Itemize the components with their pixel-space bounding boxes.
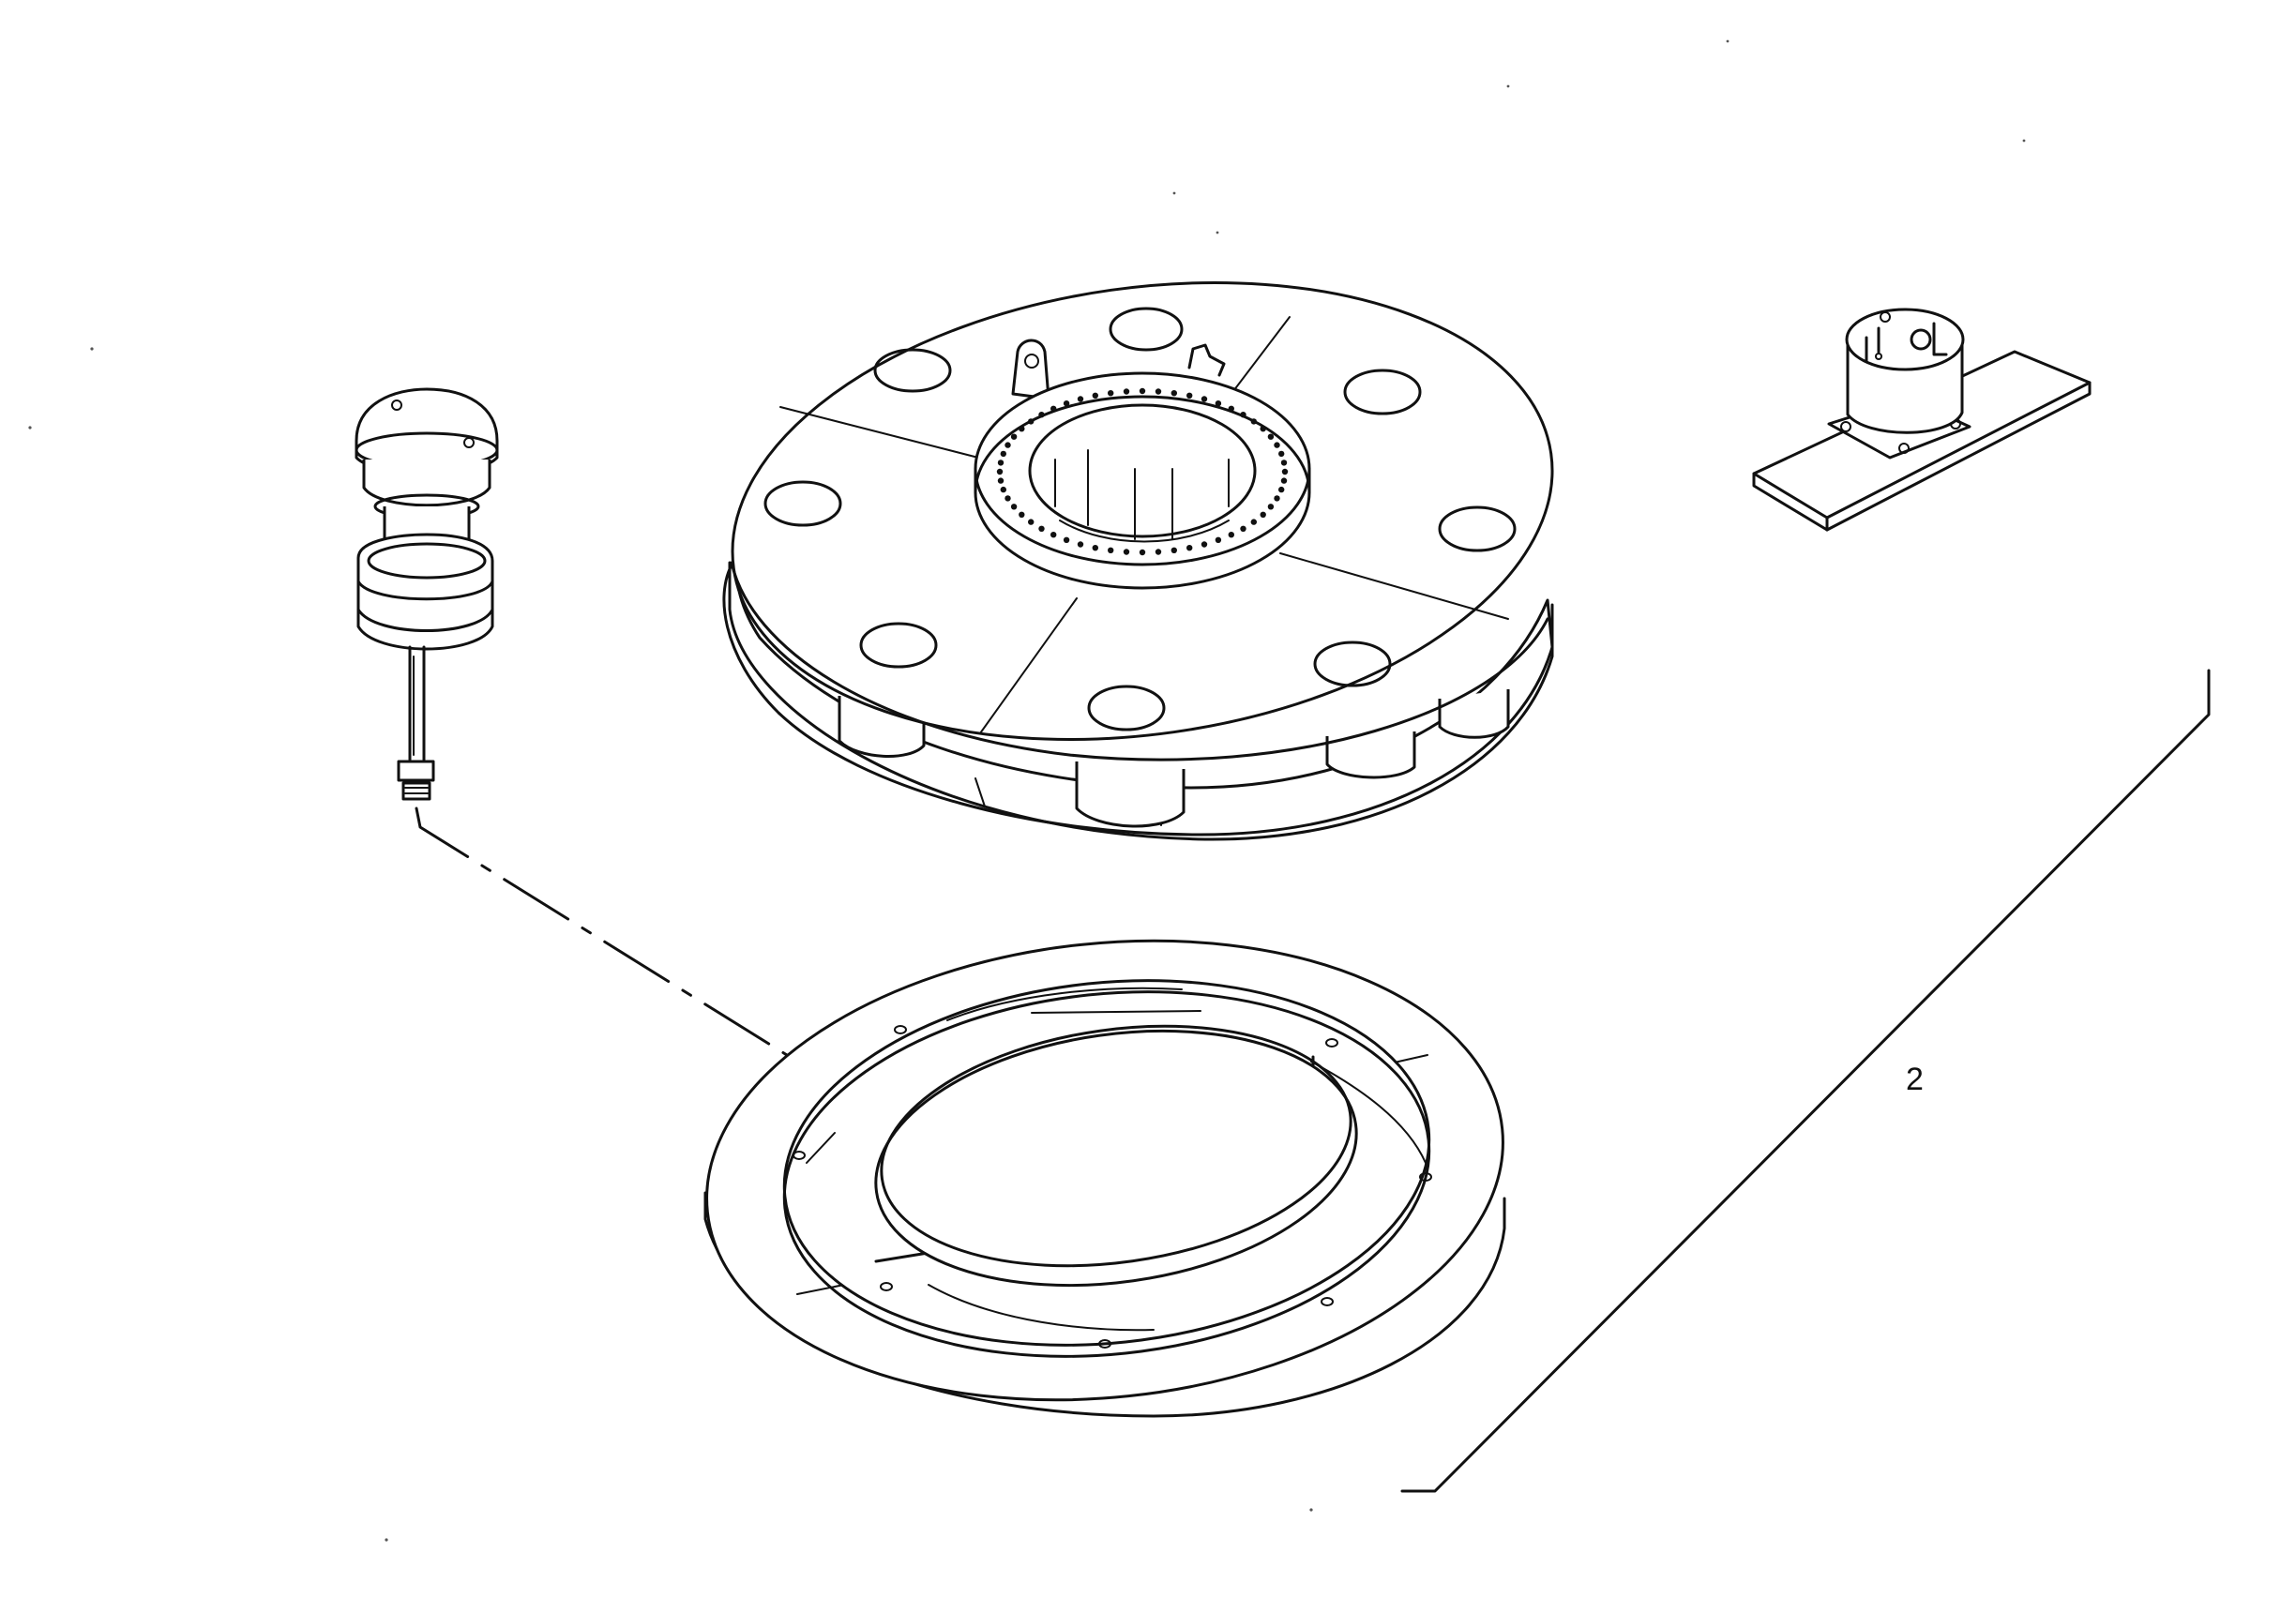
bearing-bolt-dot: [1028, 519, 1035, 525]
bearing-bolt-dot: [996, 468, 1004, 475]
bearing-bolt-dot: [1123, 549, 1130, 555]
bearing-bolt-dot: [1171, 390, 1178, 397]
bearing-bolt-dot: [1228, 405, 1235, 412]
bearing-bolt-dot: [997, 460, 1004, 466]
bearing-bolt-dot: [1280, 460, 1288, 466]
bearing-bolt-dot: [1077, 396, 1084, 402]
connector-box-strap: [1752, 308, 2092, 532]
bearing-bolt-dot: [1000, 486, 1007, 493]
bearing-bolt-dot: [1215, 536, 1222, 543]
bearing-flange-assembly: [722, 280, 1554, 841]
bearing-bolt-dot: [1267, 433, 1275, 440]
bearing-bolt-dot: [1280, 477, 1288, 484]
bearing-bolt-dot: [1063, 536, 1070, 543]
bearing-bolt-dot: [1250, 519, 1258, 525]
bearing-bolt-dot: [1010, 504, 1018, 510]
bearing-bolt-dot: [1077, 541, 1084, 548]
lifting-lug: [1011, 339, 1050, 400]
bearing-bolt-dot: [1063, 400, 1070, 407]
bearing-bolt-dot: [1108, 390, 1114, 397]
bearing-bolt-dot: [1260, 511, 1266, 518]
bearing-bolt-dot: [1171, 547, 1178, 553]
bearing-bolt-dot: [1004, 442, 1011, 448]
bearing-bolt-dot: [1260, 426, 1266, 432]
bearing-bolt-dot: [1201, 541, 1208, 548]
bearing-bolt-dot: [1004, 495, 1011, 502]
bolt-holes: [763, 307, 1517, 731]
bearing-bolt-dot: [1186, 545, 1193, 551]
bearing-bolt-dot: [1108, 547, 1114, 553]
bearing-bore: [1028, 403, 1257, 538]
bearing-bolt-dot: [1019, 426, 1025, 432]
bearing-bolt-dot: [1281, 468, 1289, 475]
bearing-bolt-dot: [1050, 405, 1057, 412]
bearing-bolt-dot: [1215, 400, 1222, 407]
bearing-bolt-dot: [1278, 450, 1285, 458]
base-ring: [703, 939, 1506, 1418]
dome-plug-sensor: [355, 387, 499, 801]
bearing-bolt-circle: [996, 387, 1289, 556]
bearing-bolt-dot: [1139, 549, 1146, 556]
bearing-bolt-dot: [1228, 532, 1235, 538]
bearing-bolt-dot: [1201, 396, 1208, 402]
callout-bracket-2: 2: [1400, 669, 2211, 1493]
bearing-bolt-dot: [1010, 433, 1018, 440]
bearing-bolt-dot: [1123, 388, 1130, 395]
bearing-bolt-dot: [1186, 392, 1193, 399]
bearing-bolt-dot: [1019, 511, 1025, 518]
bearing-bolt-dot: [1274, 442, 1280, 448]
bearing-bolt-dot: [1000, 450, 1007, 458]
bearing-bolt-dot: [1038, 525, 1045, 532]
bearing-bolt-dot: [1028, 418, 1035, 425]
bearing-bolt-dot: [1139, 387, 1146, 395]
bearing-bolt-dot: [1240, 525, 1246, 532]
assembly-leader-line: [415, 806, 796, 1153]
scan-specks: [28, 39, 2026, 1542]
bearing-bolt-dot: [1155, 388, 1162, 395]
bearing-bolt-dot: [1050, 532, 1057, 538]
bearing-bolt-dot: [1038, 412, 1045, 418]
bearing-bolt-dot: [1267, 504, 1275, 510]
bearing-bolt-dot: [997, 477, 1004, 484]
bearing-bolt-dot: [1240, 412, 1246, 418]
bearing-bolt-dot: [1155, 549, 1162, 555]
bearing-bolt-dot: [1278, 486, 1285, 493]
bearing-bolt-dot: [1092, 545, 1099, 551]
bearing-bolt-dot: [1274, 495, 1280, 502]
segment-seam: [979, 597, 1078, 734]
bearing-bolt-dot: [1250, 418, 1258, 425]
segment-seam: [1279, 552, 1509, 620]
callout-label-2: 2: [1906, 1062, 1924, 1097]
bearing-bolt-dot: [1092, 392, 1099, 399]
